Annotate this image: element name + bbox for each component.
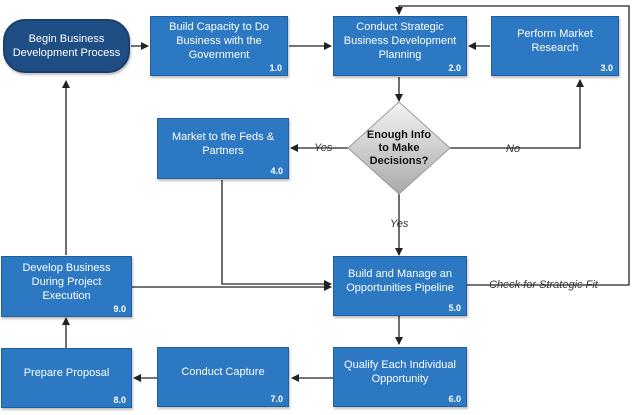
process-box-7: Conduct Capture 7.0 <box>157 347 289 407</box>
process-1-label: Build Capacity to Do Business with the G… <box>169 21 269 61</box>
process-8-label: Prepare Proposal <box>23 367 110 379</box>
process-2-label: Conduct Strategic Business Development P… <box>343 21 457 61</box>
decision-label: Enough Info to Make Decisions? <box>366 128 432 167</box>
process-box-9: Develop Business During Project Executio… <box>1 256 132 317</box>
arrow-4-to-5 <box>221 180 332 288</box>
process-9-label: Develop Business During Project Executio… <box>22 261 111 302</box>
process-3-label: Perform Market Research <box>517 28 593 54</box>
process-7-number: 7.0 <box>270 394 283 404</box>
process-4-number: 4.0 <box>270 166 283 176</box>
edge-label-no: No <box>506 143 521 155</box>
arrow-decision-to-3 <box>449 79 584 149</box>
process-box-1: Build Capacity to Do Business with the G… <box>150 16 288 76</box>
process-3-number: 3.0 <box>600 63 613 73</box>
process-8-number: 8.0 <box>113 395 126 405</box>
arrow-5-to-2 <box>395 5 630 286</box>
edge-label-yes-down: Yes <box>390 218 409 230</box>
process-9-number: 9.0 <box>113 304 126 314</box>
process-6-number: 6.0 <box>448 394 461 404</box>
process-1-number: 1.0 <box>269 63 282 73</box>
edge-label-yes-left: Yes <box>314 142 333 154</box>
edge-label-strategic-fit: Check for Strategic Fit <box>489 279 598 291</box>
process-6-label: Qualify Each Individual Opportunity <box>344 359 456 385</box>
decision-diamond <box>347 101 451 195</box>
process-5-number: 5.0 <box>448 303 461 313</box>
process-box-5: Build and Manage an Opportunities Pipeli… <box>333 256 467 316</box>
process-box-4: Market to the Feds & Partners 4.0 <box>157 118 289 179</box>
process-box-3: Perform Market Research 3.0 <box>491 16 619 76</box>
process-7-label: Conduct Capture <box>181 366 265 378</box>
process-4-label: Market to the Feds & Partners <box>171 130 275 157</box>
process-box-8: Prepare Proposal 8.0 <box>1 348 132 408</box>
start-node: Begin Business Development Process <box>3 19 130 73</box>
process-5-label: Build and Manage an Opportunities Pipeli… <box>346 268 454 294</box>
process-2-number: 2.0 <box>448 63 461 73</box>
start-label: Begin Business Development Process <box>12 33 121 59</box>
process-box-6: Qualify Each Individual Opportunity 6.0 <box>333 347 467 407</box>
process-box-2: Conduct Strategic Business Development P… <box>333 16 467 76</box>
